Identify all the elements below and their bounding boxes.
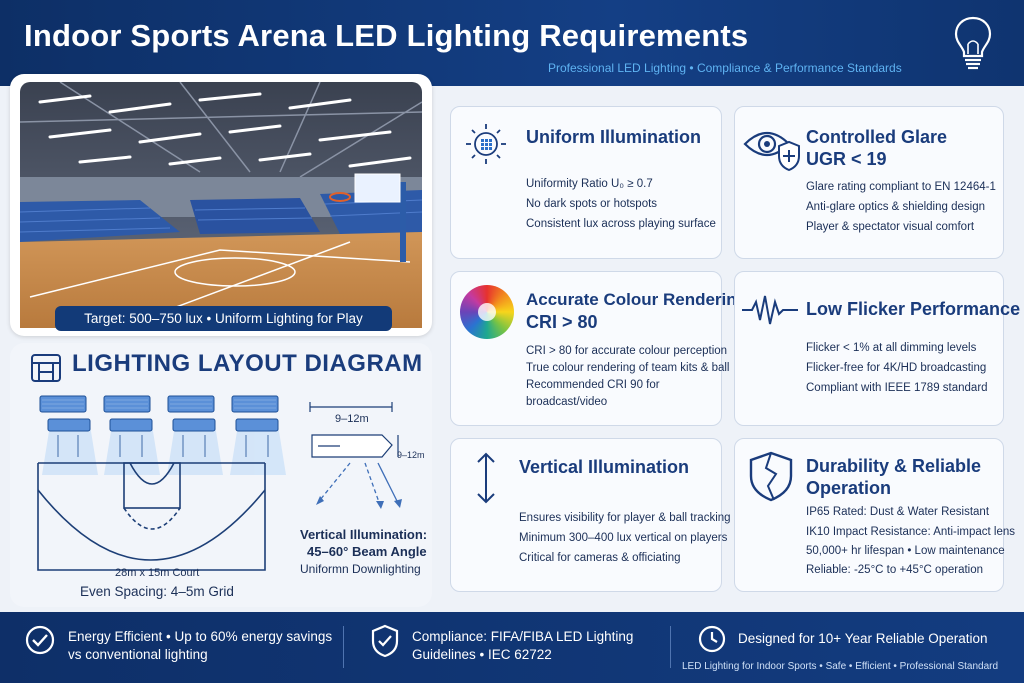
arena-photo-card xyxy=(10,74,432,336)
flicker-line-3: Compliant with IEEE 1789 standard xyxy=(806,382,988,394)
layout-diagram xyxy=(31,354,402,571)
colour-line-4: broadcast/video xyxy=(526,396,608,408)
low-flicker-title: Low Flicker Performance xyxy=(806,299,1021,319)
durability-title-2: Operation xyxy=(806,478,892,498)
energy-text-1: Energy Efficient • Up to 60% energy savi… xyxy=(68,629,333,644)
cri-value: CRI > 80 xyxy=(526,312,598,332)
controlled-glare-card xyxy=(734,106,1004,259)
footer-divider-2 xyxy=(670,626,671,668)
downlighting-caption: Uniformn Downlighting xyxy=(300,562,421,576)
uniform-illumination-title: Uniform Illumination xyxy=(526,127,701,147)
compliance-text-2: Guidelines • IEC 62722 xyxy=(412,647,552,662)
clock-icon xyxy=(698,625,726,653)
vertical-line-2: Minimum 300–400 lux vertical on players xyxy=(519,532,728,544)
waveform-icon xyxy=(742,295,798,325)
uniform-illumination-card xyxy=(450,106,722,259)
low-flicker-card xyxy=(734,271,1004,426)
controlled-glare-title: Controlled Glare xyxy=(806,127,948,147)
durability-card xyxy=(734,438,1004,592)
colour-line-1: CRI > 80 for accurate colour perception xyxy=(526,345,728,357)
colour-wheel-center xyxy=(478,303,496,321)
uniform-line-2: No dark spots or hotspots xyxy=(526,198,658,210)
lux-target-banner: Target: 500–750 lux • Uniform Lighting f… xyxy=(55,306,392,331)
arena-photo xyxy=(20,82,422,328)
eye-shield-icon xyxy=(743,131,800,172)
energy-text-2: vs conventional lighting xyxy=(68,647,208,662)
shield-check-icon xyxy=(371,624,399,658)
footer-tagline: LED Lighting for Indoor Sports • Safe • … xyxy=(682,661,999,672)
court-size-caption: 28m x 15m Court xyxy=(115,567,200,579)
footer-bar xyxy=(0,612,1024,683)
vertical-arrows-icon xyxy=(477,452,495,504)
glare-line-3: Player & spectator visual comfort xyxy=(806,221,975,233)
shield-crack-icon xyxy=(749,451,793,502)
glare-line-1: Glare rating compliant to EN 12464-1 xyxy=(806,181,996,193)
flicker-line-2: Flicker-free for 4K/HD broadcasting xyxy=(806,362,987,374)
vertical-caption-title: Vertical Illumination: xyxy=(300,527,428,542)
flicker-line-1: Flicker < 1% at all dimming levels xyxy=(806,342,977,354)
ugr-value: UGR < 19 xyxy=(806,149,887,169)
width-dimension: 9–12m xyxy=(335,413,369,425)
colour-line-3: Recommended CRI 90 for xyxy=(526,379,660,391)
vertical-line-3: Critical for cameras & officiating xyxy=(519,552,681,564)
lightbulb-icon xyxy=(954,16,992,70)
designed-text: Designed for 10+ Year Reliable Operation xyxy=(738,631,988,646)
vertical-illumination-title: Vertical Illumination xyxy=(519,457,690,477)
height-dimension: 9–12m xyxy=(397,450,425,460)
uniform-line-3: Consistent lux across playing surface xyxy=(526,218,716,230)
compliance-text-1: Compliance: FIFA/FIBA LED Lighting xyxy=(412,629,634,644)
colour-rendering-title: Accurate Colour Rendering xyxy=(526,290,748,309)
layout-icon xyxy=(31,354,61,382)
uniform-line-1: Uniformity Ratio U₀ ≥ 0.7 xyxy=(526,178,653,190)
vertical-illumination-card xyxy=(450,438,722,592)
beam-angle-caption: 45–60° Beam Angle xyxy=(307,544,427,559)
durability-line-1: IP65 Rated: Dust & Water Resistant xyxy=(806,506,990,518)
durability-title: Durability & Reliable xyxy=(806,456,982,476)
colour-line-2: True colour rendering of team kits & bal… xyxy=(526,362,730,374)
page-subtitle: Professional LED Lighting • Compliance &… xyxy=(548,61,902,75)
spacing-caption: Even Spacing: 4–5m Grid xyxy=(80,584,234,599)
durability-line-2: IK10 Impact Resistance: Anti-impact lens xyxy=(806,526,1016,538)
footer-divider-1 xyxy=(343,626,344,668)
glare-line-2: Anti-glare optics & shielding design xyxy=(806,201,985,213)
vertical-line-1: Ensures visibility for player & ball tra… xyxy=(519,512,731,524)
grid-sun-icon xyxy=(466,124,506,164)
durability-line-4: Reliable: -25°C to +45°C operation xyxy=(806,564,984,576)
check-circle-icon xyxy=(25,625,55,655)
header-bar: Indoor Sports Arena LED Lighting Require… xyxy=(0,0,1024,86)
durability-line-3: 50,000+ hr lifespan • Low maintenance xyxy=(806,545,1005,557)
page-title: Indoor Sports Arena LED Lighting Require… xyxy=(24,18,749,53)
layout-diagram-title: LIGHTING LAYOUT DIAGRAM xyxy=(72,350,423,377)
